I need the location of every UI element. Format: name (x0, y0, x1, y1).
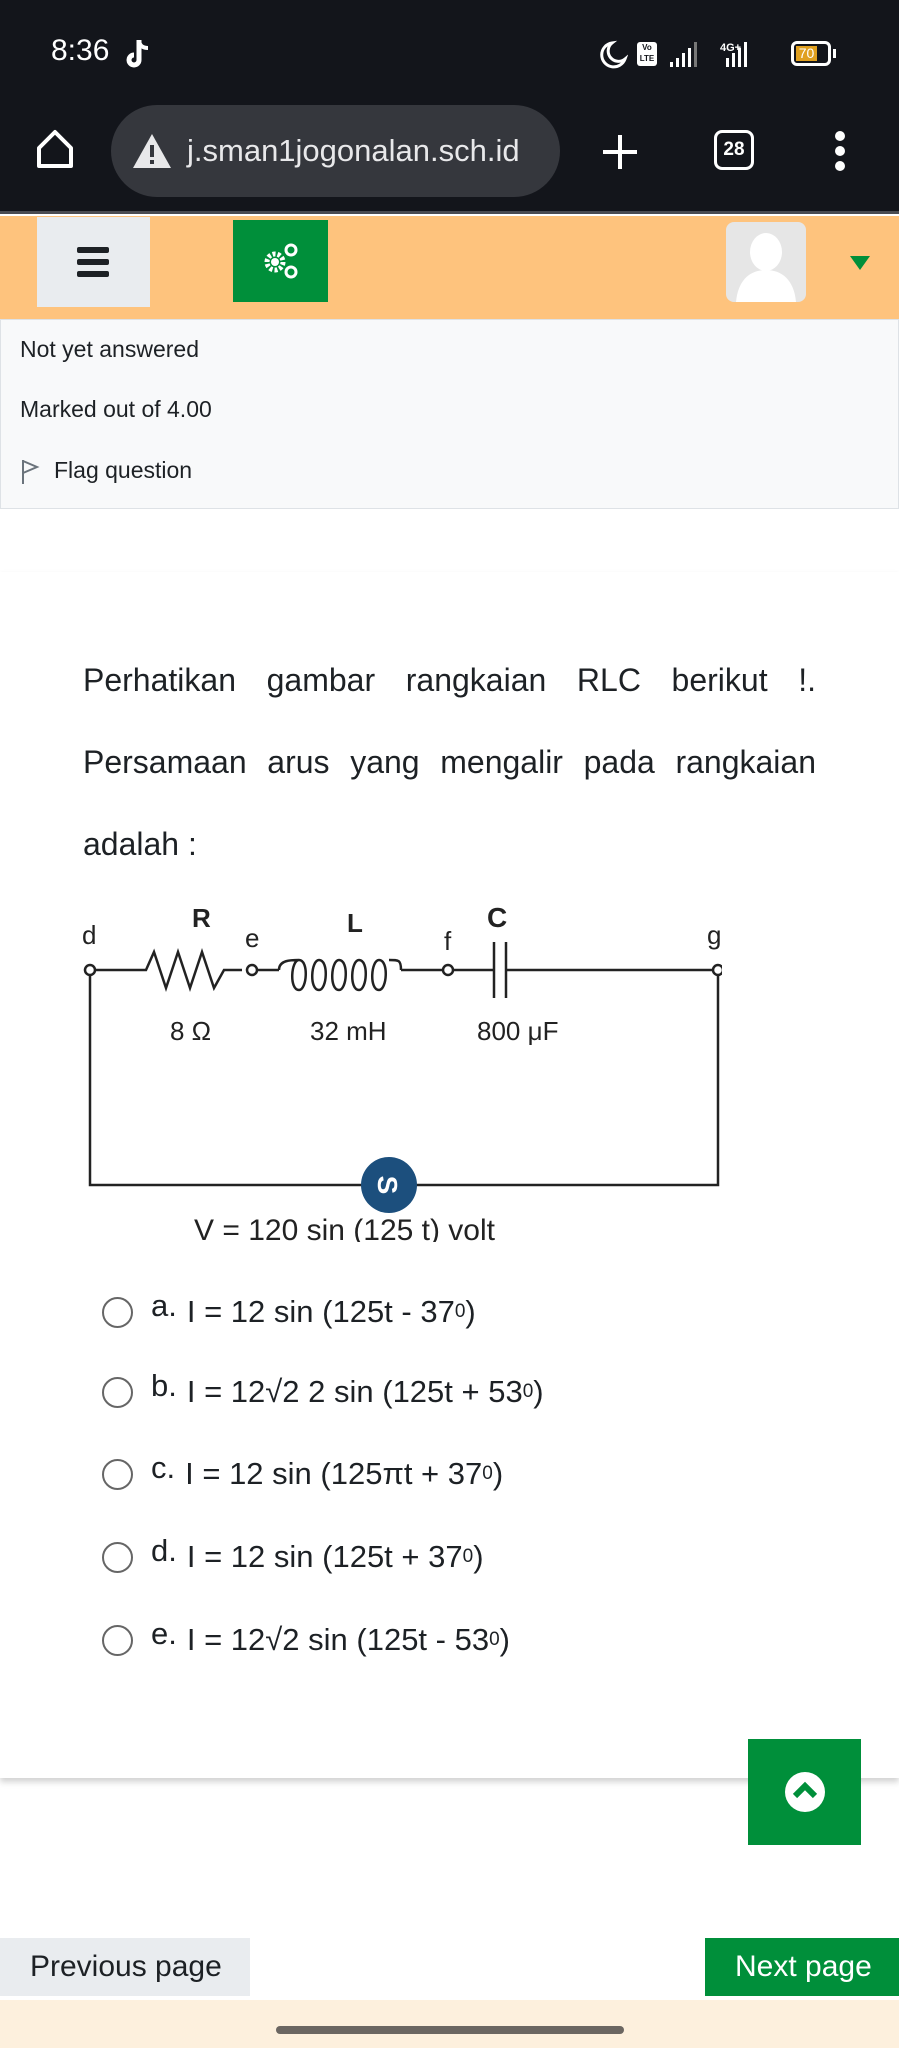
chevron-up-circle-icon (785, 1772, 825, 1812)
gesture-handle[interactable] (276, 2026, 624, 2034)
question-info: Not yet answered Marked out of 4.00 Flag… (0, 319, 899, 509)
capacitor-label: C (487, 902, 507, 933)
question-card: Perhatikan gambar rangkaian RLC berikut … (0, 572, 899, 1778)
resistor-value: 8 Ω (170, 1016, 211, 1046)
site-header (0, 216, 899, 319)
inductor-value: 32 mH (310, 1016, 387, 1046)
radio-button[interactable] (102, 1624, 133, 1656)
radio-button[interactable] (102, 1296, 133, 1328)
radio-button[interactable] (102, 1376, 133, 1408)
back-to-top-button[interactable] (748, 1739, 861, 1845)
node-d: d (82, 920, 96, 950)
caret-down-icon[interactable] (850, 256, 870, 270)
gears-icon (264, 243, 298, 279)
hamburger-icon (77, 247, 109, 277)
question-text-line: adalah : (83, 826, 197, 862)
moon-icon (600, 40, 628, 69)
node-g: g (707, 920, 721, 950)
flag-question-label[interactable]: Flag question (54, 457, 193, 483)
rlc-circuit-diagram: S d e f g R L C 8 Ω 32 mH 800 μF V = 120… (82, 902, 722, 1242)
address-bar[interactable]: j.sman1jogonalan.sch.id (111, 105, 560, 197)
menu-button[interactable] (37, 217, 150, 307)
network-type: 4G+ (720, 42, 741, 54)
clock: 8:36 (51, 34, 110, 67)
previous-page-button[interactable]: Previous page (0, 1938, 250, 1996)
user-silhouette-icon (736, 233, 796, 302)
inductor-label: L (347, 908, 363, 938)
url-text[interactable]: j.sman1jogonalan.sch.id (187, 133, 520, 168)
question-marks: Marked out of 4.00 (20, 396, 212, 422)
radio-button[interactable] (102, 1458, 133, 1490)
radio-button[interactable] (102, 1541, 133, 1573)
capacitor-value: 800 μF (477, 1016, 558, 1046)
question-state: Not yet answered (20, 336, 199, 362)
question-text-line: Persamaan arus yang mengalir pada rangka… (83, 744, 816, 780)
browser-toolbar: j.sman1jogonalan.sch.id 28 (0, 82, 899, 214)
flag-question-link[interactable]: Flag question (20, 457, 192, 484)
settings-button[interactable] (233, 220, 328, 302)
signal-icon: 4G+ (670, 42, 747, 67)
more-vert-icon[interactable] (832, 130, 848, 172)
voltage-equation: V = 120 sin (125 t) volt (194, 1214, 496, 1242)
tabs-icon[interactable]: 28 (714, 130, 754, 170)
plus-icon[interactable] (600, 132, 640, 172)
avatar[interactable] (726, 222, 806, 302)
battery-icon: 70 (791, 41, 831, 66)
system-nav-bar (0, 2000, 899, 2048)
question-text-line: Perhatikan gambar rangkaian RLC berikut … (83, 662, 816, 698)
flag-icon (22, 459, 40, 484)
home-icon[interactable] (34, 128, 76, 170)
next-page-button[interactable]: Next page (705, 1938, 899, 1996)
node-e: e (245, 923, 259, 953)
warning-icon[interactable] (131, 132, 173, 170)
battery-level: 70 (796, 46, 817, 61)
source-label: S (372, 1176, 403, 1195)
source-icon (361, 1157, 417, 1213)
tiktok-icon (126, 40, 149, 68)
resistor-label: R (192, 903, 211, 933)
node-f: f (444, 926, 452, 956)
